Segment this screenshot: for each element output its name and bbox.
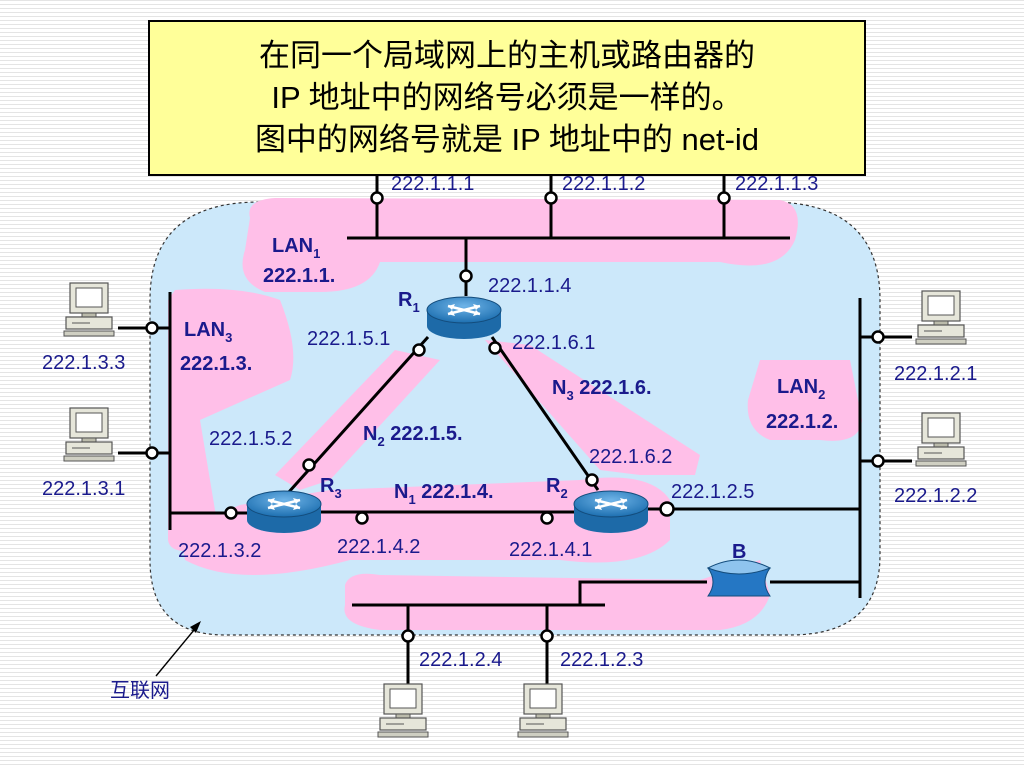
router-r1-icon — [425, 295, 503, 341]
bridge-icon — [706, 559, 772, 597]
r1-n2-address: 222.1.5.1 — [307, 328, 390, 350]
r3-n1-address: 222.1.4.2 — [337, 536, 420, 558]
host-222-1-2-4-icon — [377, 683, 429, 738]
host-222-1-2-3-icon — [517, 683, 569, 738]
lan1-highlight — [242, 198, 798, 292]
host-222-1-2-2-address: 222.1.2.2 — [894, 485, 977, 507]
host-222-1-2-4-address: 222.1.2.4 — [419, 649, 502, 671]
callout-line-2: IP 地址中的网络号必须是一样的。 — [271, 80, 743, 115]
lan1-net: 222.1.1. — [263, 265, 335, 287]
lan3-net: 222.1.3. — [180, 353, 252, 375]
r1-lan1-address: 222.1.1.4 — [488, 275, 571, 297]
host-222-1-3-1-icon — [63, 407, 115, 462]
n1-label: N1 222.1.4. — [394, 481, 494, 507]
host-222-1-3-3-icon — [63, 282, 115, 337]
host-222-1-2-1-icon — [915, 290, 967, 345]
lan3-highlight — [168, 288, 294, 552]
r3-n2-address: 222.1.5.2 — [209, 428, 292, 450]
top-host-3-address: 222.1.1.3 — [735, 173, 818, 195]
r3-lan3-address: 222.1.3.2 — [178, 540, 261, 562]
internet-label: 互联网 — [110, 679, 170, 702]
host-222-1-2-2-icon — [915, 412, 967, 467]
host-222-1-3-3-address: 222.1.3.3 — [42, 352, 125, 374]
r3-label: R3 — [320, 475, 342, 501]
router-r3-icon — [245, 489, 323, 535]
router-r2-icon — [572, 489, 650, 535]
r2-label: R2 — [546, 475, 568, 501]
n3-link — [490, 336, 600, 491]
lan1-name: LAN1 — [272, 235, 320, 261]
lower-lan2-highlight — [344, 560, 770, 630]
host-222-1-2-1-address: 222.1.2.1 — [894, 363, 977, 385]
n3-highlight — [485, 340, 700, 475]
callout-line-3: 图中的网络号就是 IP 地址中的 net-id — [254, 122, 760, 157]
top-host-2-address: 222.1.1.2 — [562, 173, 645, 195]
n2-highlight — [275, 350, 440, 490]
lan2-name: LAN2 — [777, 376, 825, 402]
top-host-1-address: 222.1.1.1 — [391, 173, 474, 195]
bridge-label: B — [732, 541, 746, 563]
lan3-name: LAN3 — [184, 319, 232, 345]
callout-line-1: 在同一个局域网上的主机或路由器的 — [259, 38, 755, 73]
callout-box: 在同一个局域网上的主机或路由器的 IP 地址中的网络号必须是一样的。 图中的网络… — [148, 20, 866, 176]
r2-n1-address: 222.1.4.1 — [509, 539, 592, 561]
n3-label: N3 222.1.6. — [552, 377, 652, 403]
r2-lan2-address: 222.1.2.5 — [671, 481, 754, 503]
r1-label: R1 — [398, 289, 420, 315]
lan2-net: 222.1.2. — [766, 411, 838, 433]
lan2-highlight — [747, 360, 862, 441]
host-222-1-2-3-address: 222.1.2.3 — [560, 649, 643, 671]
n2-label: N2 222.1.5. — [363, 423, 463, 449]
interface-dots — [145, 191, 885, 643]
r1-n3-address: 222.1.6.1 — [512, 332, 595, 354]
r2-n3-address: 222.1.6.2 — [589, 446, 672, 468]
host-222-1-3-1-address: 222.1.3.1 — [42, 478, 125, 500]
internet-pointer — [155, 623, 200, 677]
